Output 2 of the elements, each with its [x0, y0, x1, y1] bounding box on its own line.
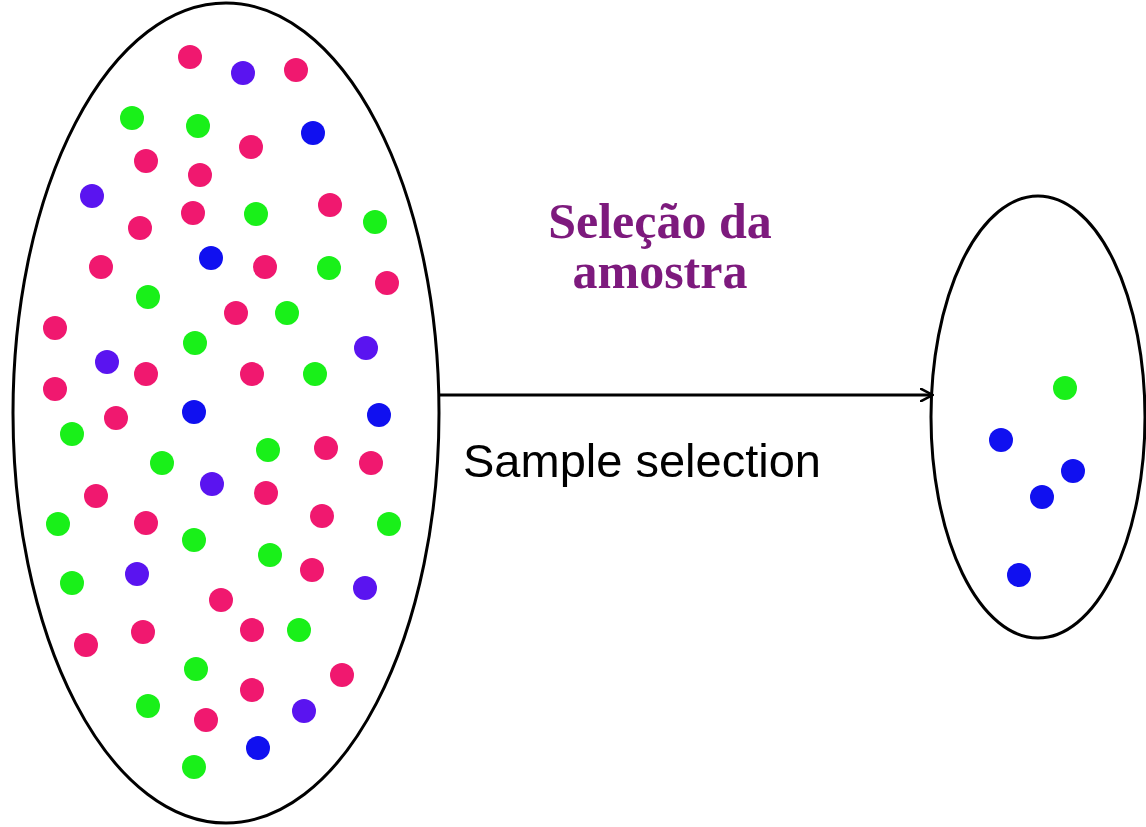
arrow	[438, 386, 934, 404]
caption-text: Sample selection	[463, 433, 821, 489]
